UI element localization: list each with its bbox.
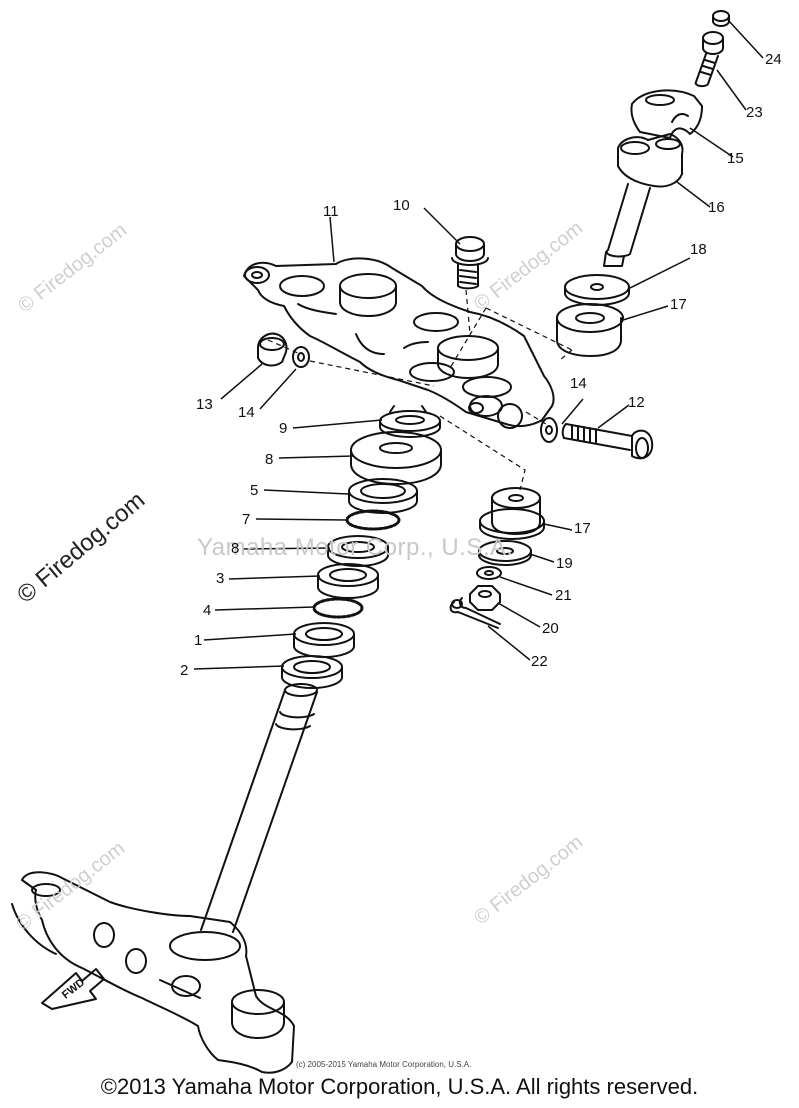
callout-21: 21: [555, 587, 572, 604]
callout-15: 15: [727, 150, 744, 167]
callout-3: 3: [216, 570, 225, 587]
callout-22: 22: [531, 653, 548, 670]
callout-17-upper: 17: [670, 296, 687, 313]
part-23-bolt: [694, 31, 724, 88]
part-8-cover-upper: [350, 431, 442, 485]
part-12-long-bolt: [561, 423, 654, 460]
part-20-nut: [469, 585, 501, 611]
fwd-arrow: [41, 968, 105, 1010]
callout-2: 2: [180, 662, 189, 679]
part-18-washer: [564, 274, 630, 306]
part-10-bolt: [451, 236, 489, 290]
part-17-damper-lower: [479, 487, 545, 540]
part-24-screw: [712, 10, 730, 27]
callout-20: 20: [542, 620, 559, 637]
assembly-lines: [267, 289, 573, 491]
part-9-nut: [379, 405, 441, 438]
callout-8-upper: 8: [265, 451, 274, 468]
callout-18: 18: [690, 241, 707, 258]
part-3-race: [317, 563, 379, 599]
callout-12: 12: [628, 394, 645, 411]
callout-1: 1: [194, 632, 203, 649]
part-14-washer-left: [292, 346, 310, 368]
part-8-cover-lower: [327, 535, 389, 567]
small-credit: (c) 2005-2015 Yamaha Motor Corporation, …: [296, 1060, 472, 1069]
callout-8-lower: 8: [231, 540, 240, 557]
part-17-damper-upper: [556, 303, 624, 357]
callout-5: 5: [250, 482, 259, 499]
callout-14-right: 14: [570, 375, 587, 392]
callout-11: 11: [323, 203, 339, 220]
part-13-cap: [257, 332, 288, 367]
part-1-race: [293, 622, 355, 658]
steering-stem: [11, 683, 318, 1074]
part-2-seal: [281, 655, 343, 689]
callout-17-lower: 17: [574, 520, 591, 537]
callout-9: 9: [279, 420, 288, 437]
part-14-washer-right: [540, 417, 558, 443]
callout-13: 13: [196, 396, 213, 413]
callout-24: 24: [765, 51, 782, 68]
part-21-washer: [476, 566, 502, 580]
callout-16: 16: [708, 199, 725, 216]
part-4-ball-ring: [312, 597, 364, 619]
part-16-holder-lower: [603, 133, 684, 267]
part-7-ball-ring: [345, 509, 401, 531]
part-11-upper-bracket: [243, 257, 555, 429]
callout-14-left: 14: [238, 404, 255, 421]
copyright-footer: ©2013 Yamaha Motor Corporation, U.S.A. A…: [100, 1074, 699, 1099]
part-19-washer: [478, 540, 532, 566]
callout-10: 10: [393, 197, 410, 214]
callout-7: 7: [242, 511, 251, 528]
part-22-cotter-pin: [449, 597, 501, 629]
callout-4: 4: [203, 602, 212, 619]
part-15-holder-upper: [630, 89, 703, 139]
watermark-center-text: Yamaha Motor Corp., U.S.A.: [197, 534, 514, 561]
callout-23: 23: [746, 104, 763, 121]
callout-19: 19: [556, 555, 573, 572]
leader-lines: [193, 19, 764, 670]
